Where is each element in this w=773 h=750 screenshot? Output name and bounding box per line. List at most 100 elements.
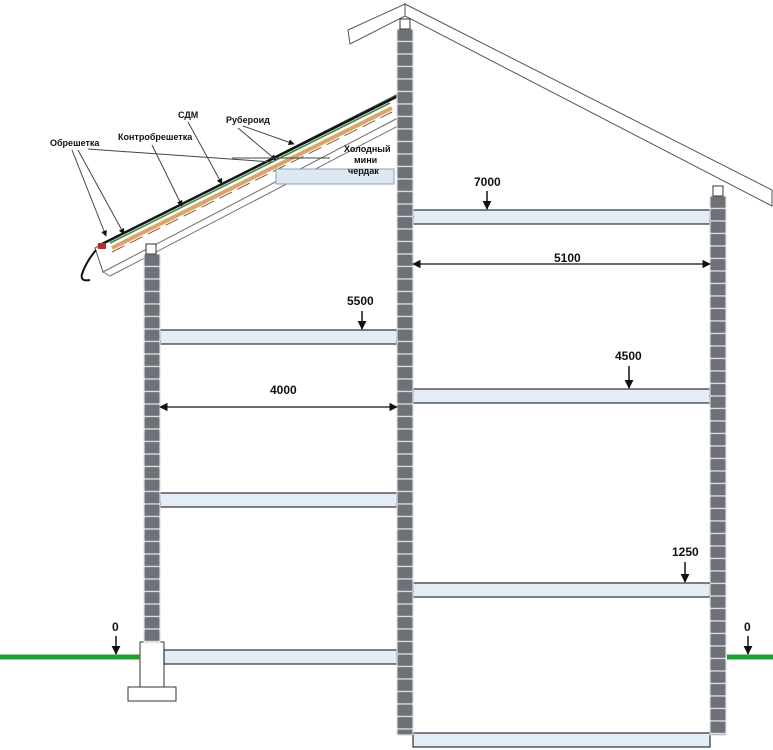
brick xyxy=(396,503,414,518)
brick xyxy=(396,103,414,118)
brick xyxy=(396,278,414,293)
brick xyxy=(709,382,727,397)
center-brick-wall xyxy=(396,28,414,736)
callout-pointer xyxy=(77,149,125,235)
slab-7000 xyxy=(412,209,711,225)
wall-cap-center xyxy=(399,18,411,30)
brick xyxy=(709,670,727,685)
brick xyxy=(143,315,161,330)
slab-left-mid xyxy=(159,492,398,508)
brick xyxy=(143,628,161,643)
brick xyxy=(396,453,414,468)
brick xyxy=(143,490,161,505)
callout-pointer xyxy=(187,121,223,185)
slab-4500 xyxy=(412,388,711,404)
brick xyxy=(709,645,727,660)
brick xyxy=(709,682,727,697)
batten-layer xyxy=(111,111,393,253)
brick xyxy=(709,695,727,710)
brick xyxy=(396,640,414,655)
brick xyxy=(709,595,727,610)
brick xyxy=(396,715,414,730)
membrane-layer xyxy=(109,102,391,244)
callout-pointer xyxy=(242,125,295,146)
floor-slabs xyxy=(159,209,711,748)
brick xyxy=(143,565,161,580)
brick xyxy=(143,440,161,455)
brick xyxy=(709,257,727,272)
cold-mini-attic xyxy=(275,168,395,185)
brick xyxy=(396,428,414,443)
brick xyxy=(709,557,727,572)
brick xyxy=(143,528,161,543)
brick xyxy=(143,415,161,430)
brick xyxy=(396,190,414,205)
brick xyxy=(396,40,414,55)
brick xyxy=(396,578,414,593)
callout-pointer xyxy=(237,127,277,161)
brick xyxy=(143,390,161,405)
brick xyxy=(396,628,414,643)
brick xyxy=(709,607,727,622)
upper-roof-right-slope xyxy=(404,3,773,207)
brick xyxy=(396,465,414,480)
brick-walls xyxy=(143,28,727,736)
level-marker-7000: 7000 xyxy=(474,175,501,210)
brick xyxy=(709,632,727,647)
brick xyxy=(396,653,414,668)
brick xyxy=(709,707,727,722)
brick xyxy=(396,228,414,243)
brick xyxy=(709,407,727,422)
brick xyxy=(709,232,727,247)
brick xyxy=(143,340,161,355)
brick xyxy=(709,282,727,297)
brick xyxy=(143,615,161,630)
callout-pointer xyxy=(87,148,273,163)
brick xyxy=(143,603,161,618)
brick xyxy=(709,307,727,322)
brick xyxy=(709,470,727,485)
brick xyxy=(396,490,414,505)
brick xyxy=(396,478,414,493)
callout-pointer xyxy=(71,149,107,237)
label-sdm: СДМ xyxy=(178,110,198,120)
brick xyxy=(709,395,727,410)
level-0-right-label: 0 xyxy=(744,620,751,634)
brick xyxy=(396,590,414,605)
brick xyxy=(143,353,161,368)
brick xyxy=(143,265,161,280)
brick xyxy=(143,303,161,318)
brick xyxy=(709,657,727,672)
brick xyxy=(709,320,727,335)
left-foundation xyxy=(127,641,177,702)
brick xyxy=(709,445,727,460)
brick xyxy=(143,540,161,555)
brick xyxy=(396,303,414,318)
slab-1250 xyxy=(412,582,711,598)
brick xyxy=(396,140,414,155)
brick xyxy=(709,457,727,472)
label-kontrobreshetka: Контробрешетка xyxy=(118,132,193,142)
brick xyxy=(709,720,727,735)
brick xyxy=(143,515,161,530)
brick xyxy=(709,507,727,522)
brick xyxy=(396,153,414,168)
span-4000-label: 4000 xyxy=(270,383,297,397)
brick xyxy=(396,703,414,718)
level-7000-label: 7000 xyxy=(474,175,501,189)
brick xyxy=(396,603,414,618)
slab-5500 xyxy=(159,329,398,345)
brick xyxy=(143,428,161,443)
brick xyxy=(396,328,414,343)
brick xyxy=(709,532,727,547)
brick xyxy=(396,78,414,93)
brick xyxy=(709,570,727,585)
gutter-icon xyxy=(80,249,97,282)
brick xyxy=(709,270,727,285)
brick xyxy=(709,195,727,210)
foundation-wall xyxy=(139,641,165,688)
brick xyxy=(396,65,414,80)
brick xyxy=(709,332,727,347)
foundation-footing xyxy=(127,686,177,702)
